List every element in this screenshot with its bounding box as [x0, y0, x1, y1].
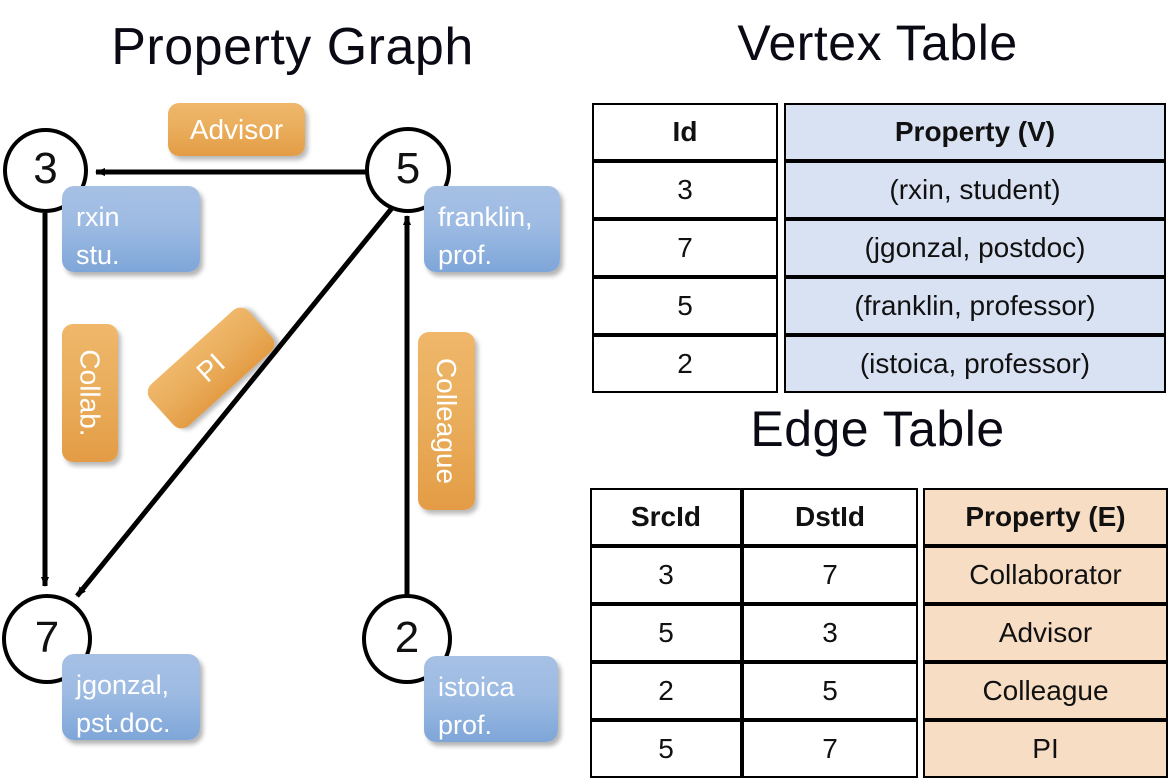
vertex-row-id: 7 — [592, 219, 778, 277]
edge-label-advisor: Advisor — [168, 103, 305, 156]
vertex-property-line-2: prof. — [438, 710, 493, 740]
vertex-property-line-1: jgonzal, — [76, 670, 170, 700]
vertex-property-box-3: rxin stu. — [62, 186, 200, 272]
table-row: 3 (rxin, student) — [592, 161, 1166, 219]
edge-row-src: 5 — [590, 720, 742, 778]
graph-edges-svg — [41, 168, 411, 598]
vertex-property-line-2: pst.doc. — [76, 708, 171, 738]
vertex-property-line-2: prof. — [438, 240, 493, 270]
vertex-table: Id Property (V) 3 (rxin, student) 7 (jgo… — [592, 103, 1166, 393]
table-row: 5 7 PI — [590, 720, 1168, 778]
vertex-property-box-5: franklin, prof. — [424, 186, 560, 272]
edge-label-collab: Collab. — [62, 324, 118, 462]
vertex-row-property: (jgonzal, postdoc) — [784, 219, 1166, 277]
table-header-row: SrcId DstId Property (E) — [590, 488, 1168, 546]
graph-node-5-label: 5 — [395, 143, 421, 193]
vertex-row-property: (rxin, student) — [784, 161, 1166, 219]
edge-label-advisor-text: Advisor — [189, 113, 284, 145]
edge-row-property: Advisor — [923, 604, 1168, 662]
property-graph-panel: Property Graph 3 5 7 2 rxin stu. frankli… — [0, 0, 585, 760]
table-row: 2 (istoica, professor) — [592, 335, 1166, 393]
edge-table: SrcId DstId Property (E) 3 7 Collaborato… — [590, 488, 1168, 778]
edge-row-dst: 5 — [742, 662, 918, 720]
edge-table-header-property: Property (E) — [923, 488, 1168, 546]
edge-row-property: PI — [923, 720, 1168, 778]
vertex-property-box-2: istoica prof. — [424, 656, 558, 742]
vertex-property-line-1: rxin — [76, 202, 120, 232]
edge-row-property: Colleague — [923, 662, 1168, 720]
vertex-table-header-id: Id — [592, 103, 778, 161]
table-row: 5 3 Advisor — [590, 604, 1168, 662]
table-row: 3 7 Collaborator — [590, 546, 1168, 604]
vertex-property-line-1: istoica — [438, 672, 515, 702]
edge-row-src: 2 — [590, 662, 742, 720]
edge-label-pi-text: PI — [190, 347, 231, 389]
graph-node-2[interactable]: 2 — [362, 594, 452, 684]
page-title-edge-table: Edge Table — [750, 401, 1005, 457]
table-row: 5 (franklin, professor) — [592, 277, 1166, 335]
edge-row-property: Collaborator — [923, 546, 1168, 604]
edge-row-src: 3 — [590, 546, 742, 604]
table-row: 7 (jgonzal, postdoc) — [592, 219, 1166, 277]
graph-node-2-label: 2 — [394, 612, 420, 662]
vertex-property-box-7: jgonzal, pst.doc. — [62, 654, 200, 740]
graph-node-3-label: 3 — [33, 144, 58, 193]
table-row: 2 5 Colleague — [590, 662, 1168, 720]
graph-node-7-label: 7 — [34, 612, 60, 662]
vertex-row-property: (istoica, professor) — [784, 335, 1166, 393]
edge-row-dst: 3 — [742, 604, 918, 662]
vertex-row-id: 5 — [592, 277, 778, 335]
edge-label-collab-text: Collab. — [75, 349, 107, 437]
vertex-row-id: 2 — [592, 335, 778, 393]
page-title-vertex-table: Vertex Table — [737, 15, 1018, 71]
edge-row-src: 5 — [590, 604, 742, 662]
graph-node-5[interactable]: 5 — [365, 127, 451, 213]
edge-label-colleague-text: Colleague — [431, 357, 463, 485]
vertex-row-property: (franklin, professor) — [784, 277, 1166, 335]
vertex-property-line-1: franklin, — [438, 202, 533, 232]
vertex-table-header-property: Property (V) — [784, 103, 1166, 161]
page-title-property-graph: Property Graph — [111, 18, 474, 76]
edge-label-colleague: Colleague — [418, 332, 475, 510]
table-header-row: Id Property (V) — [592, 103, 1166, 161]
vertex-row-id: 3 — [592, 161, 778, 219]
edge-row-dst: 7 — [742, 546, 918, 604]
vertex-property-line-2: stu. — [76, 240, 120, 270]
edge-table-header-dstid: DstId — [742, 488, 918, 546]
edge-row-dst: 7 — [742, 720, 918, 778]
edge-table-header-srcid: SrcId — [590, 488, 742, 546]
edge-arrow-5-to-7 — [75, 206, 394, 598]
